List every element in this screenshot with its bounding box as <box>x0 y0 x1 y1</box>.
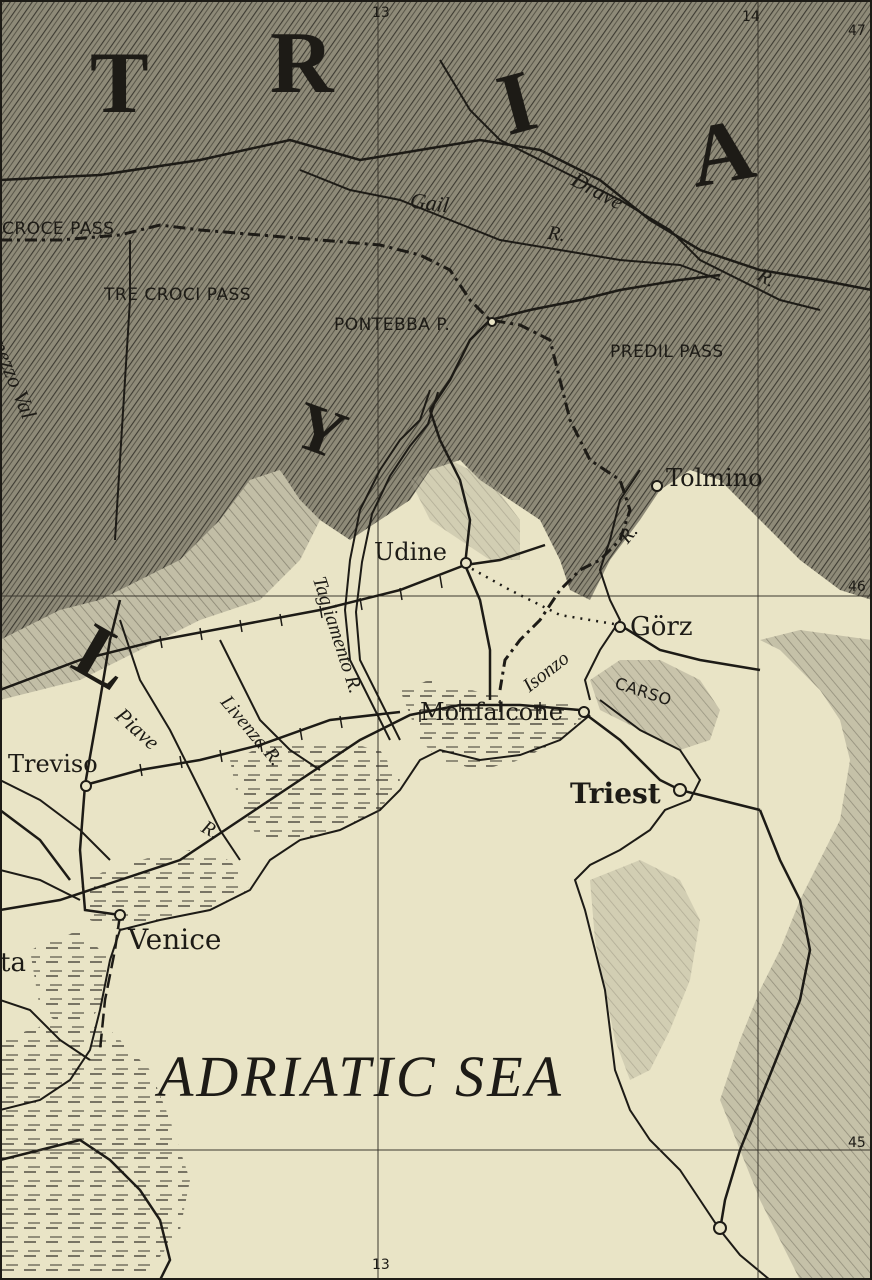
railway-udine-north <box>428 409 472 566</box>
railway-treviso-south <box>78 784 121 917</box>
railway-udine-south <box>463 564 492 700</box>
marker-treviso <box>80 780 92 792</box>
river-gail <box>299 169 721 281</box>
udine-hills <box>410 460 520 560</box>
label-town-treviso: Treviso <box>8 750 98 778</box>
river-misc-2 <box>0 869 81 901</box>
railway-treviso-north <box>83 599 122 786</box>
railway-gorz-east <box>619 623 761 672</box>
label-town-monfalcone: Monfalcone <box>420 698 563 726</box>
frontier <box>0 223 632 691</box>
marker-gorz <box>614 621 626 633</box>
coastline-istria <box>573 699 771 1280</box>
istria-west-hatch <box>590 860 700 1080</box>
label-town-partial: ta <box>0 948 26 978</box>
marker-venice <box>114 909 126 921</box>
label-croce-pass: CROCE PASS <box>2 219 115 239</box>
marsh-strip <box>30 930 110 1030</box>
label-town-udine: Udine <box>374 538 447 566</box>
marker-monfalcone <box>578 706 590 718</box>
railway-trieste <box>579 709 761 812</box>
label-coord-right-46: 46 <box>848 579 866 595</box>
label-predil-pass: PREDIL PASS <box>610 342 724 362</box>
label-coord-top-47: 47 <box>848 23 866 39</box>
town-markers <box>80 317 727 1235</box>
railway-udine-gorz <box>464 563 621 627</box>
river-misc-3 <box>0 999 91 1061</box>
marker-pola <box>713 1221 727 1235</box>
river-tagliamento <box>343 389 431 741</box>
coastline-venice <box>0 714 591 1111</box>
marsh-livenza <box>230 740 400 840</box>
carso-plateau <box>590 660 720 750</box>
railway-ticks <box>139 575 541 777</box>
label-adriatic-sea: ADRIATIC SEA <box>158 1044 564 1109</box>
river-piave <box>119 619 241 861</box>
railway-coast <box>0 703 581 912</box>
label-coord-top-13: 13 <box>372 5 390 21</box>
river-misc-1 <box>0 779 111 861</box>
label-town-gorz: Görz <box>630 612 693 642</box>
river-ampezzo <box>114 240 131 541</box>
railway-treviso <box>84 710 401 787</box>
alpine-foothills <box>0 470 320 700</box>
label-letter-t: T <box>90 35 149 132</box>
railway-udine-east <box>464 543 546 567</box>
label-river-gail: Gail <box>408 187 451 218</box>
marker-triest <box>673 783 687 797</box>
label-town-triest: Triest <box>570 777 661 810</box>
alpine-mountains <box>0 0 872 640</box>
marker-pontebba <box>487 317 497 327</box>
marker-udine <box>460 557 472 569</box>
railway-pontebba <box>428 273 721 411</box>
label-coord-bottom-13: 13 <box>372 1257 390 1273</box>
label-pontebba-pass: PONTEBBA P. <box>334 315 451 335</box>
railway-istria <box>718 809 812 1231</box>
label-town-tolmino: Tolmino <box>666 464 763 492</box>
railway-north <box>0 138 872 292</box>
railway-sw <box>0 809 71 881</box>
label-letter-r: R <box>270 15 334 112</box>
river-isonzo <box>583 469 641 701</box>
label-river-gail-r: R. <box>546 221 567 247</box>
river-livenza <box>219 639 321 771</box>
label-town-venice: Venice <box>128 923 222 956</box>
river-tagliamento-2 <box>354 391 439 741</box>
label-coord-top-14: 14 <box>742 9 760 25</box>
label-coord-right-45: 45 <box>848 1135 866 1151</box>
marker-tolmino <box>651 480 663 492</box>
railway-venice-causeway <box>98 914 122 1051</box>
coastline-south <box>0 1138 172 1280</box>
label-tre-croci-pass: TRE CROCI PASS <box>104 285 252 305</box>
